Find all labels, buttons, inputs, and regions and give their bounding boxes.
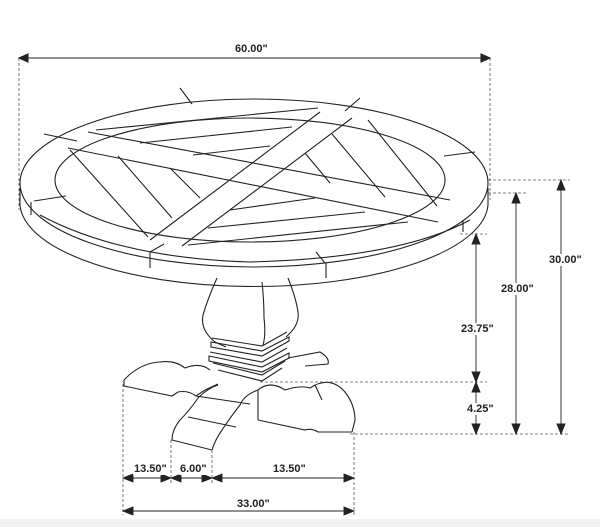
- pedestal-height-label: 23.75": [460, 323, 495, 335]
- top-width-label: 60.00": [234, 43, 269, 55]
- overall-height-label: 30.00": [548, 254, 583, 266]
- apron-height-label: 28.00": [500, 283, 535, 295]
- four-footed-base: [123, 351, 356, 451]
- tabletop: [19, 87, 489, 288]
- base-center-label: 6.00": [179, 463, 208, 475]
- height-dimension-lines: [260, 178, 570, 436]
- base-left-leg-label: 13.50": [133, 463, 168, 475]
- base-width-dimension-lines: [121, 384, 356, 516]
- base-right-leg-label: 13.50": [272, 463, 307, 475]
- bottom-border-strip: [0, 519, 600, 527]
- pedestal-baluster: [201, 277, 299, 348]
- top-width-dimension-line: [17, 53, 492, 210]
- base-total-width-label: 33.00": [236, 498, 271, 510]
- ring-collar: [208, 331, 290, 382]
- base-height-label: 4.25": [466, 403, 495, 415]
